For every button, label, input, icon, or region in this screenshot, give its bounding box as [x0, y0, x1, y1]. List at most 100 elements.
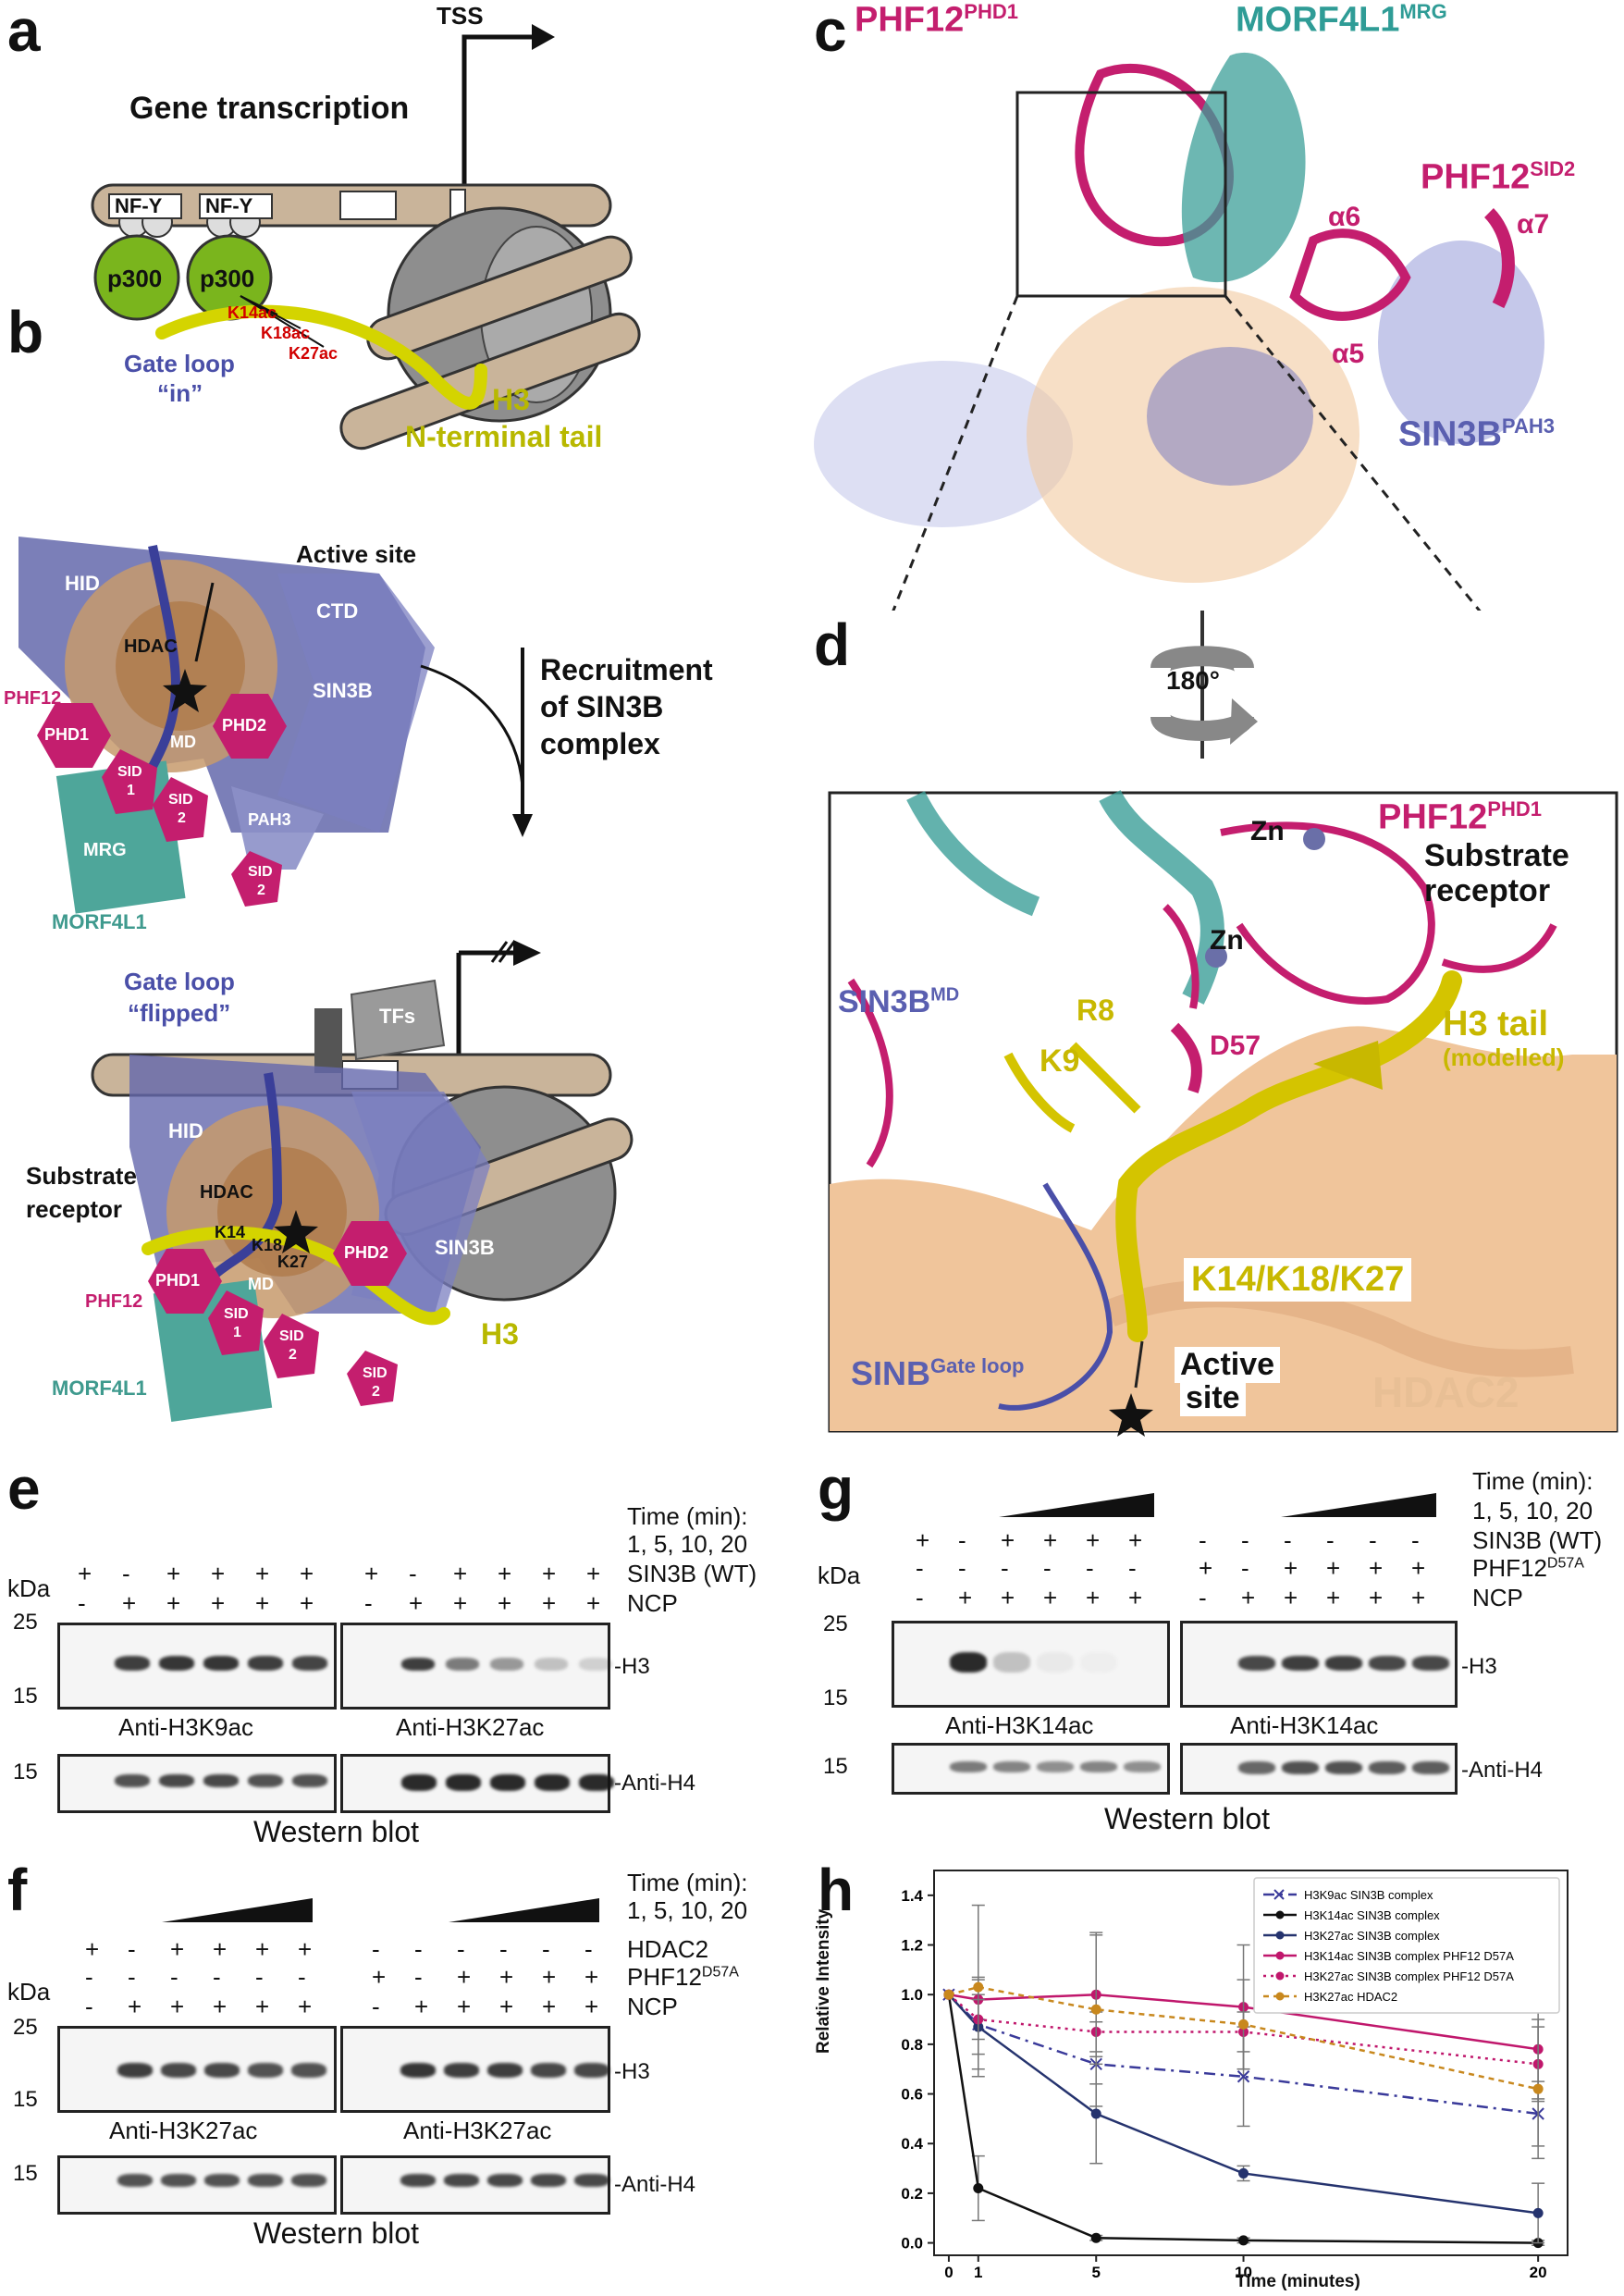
panel-label-b: b	[7, 299, 44, 365]
panel-label-g: g	[818, 1455, 855, 1522]
panel-g-wedges	[999, 1493, 1436, 1517]
g-h4-band-left-4	[1080, 1761, 1117, 1772]
zn-label-1: Zn	[1250, 816, 1285, 846]
panel-label-d: d	[814, 611, 851, 678]
e-h4-band-right-1	[401, 1774, 437, 1791]
g-h3-band-left-1	[950, 1652, 987, 1673]
e-ncp-sign-right-2: +	[453, 1589, 468, 1617]
h-legend-marker-5	[1275, 1992, 1285, 2001]
f-h3-band-right-5	[574, 2063, 609, 2078]
e-time-label-2: 1, 5, 10, 20	[627, 1530, 748, 1558]
g-h4-band-right-2	[1282, 1761, 1319, 1774]
sid2-label-a: SID	[168, 792, 193, 808]
f-ncp-sign-left-4: +	[255, 1993, 270, 2020]
f-h4-band-right-3	[487, 2174, 523, 2187]
h-legend-label-2: H3K27ac SIN3B complex	[1304, 1929, 1440, 1943]
h-xlabel: Time (minutes)	[1236, 2272, 1360, 2291]
g-sin3b-sign-left-0: +	[916, 1526, 930, 1554]
h-ytick-label-3: 0.6	[901, 2086, 923, 2104]
zn-label-2: Zn	[1210, 925, 1244, 956]
e-sin3b-sign-5: +	[300, 1560, 314, 1587]
g-ncp-sign-right-0: -	[1199, 1584, 1207, 1611]
f-ncp-sign-right-0: -	[372, 1993, 380, 2020]
e-h4-band-left-1	[115, 1774, 150, 1787]
f-ab-right-label: Anti-H3K27ac	[403, 2117, 552, 2144]
g-ab-right-label: Anti-H3K14ac	[1230, 1711, 1379, 1739]
hdac-label: HDAC	[124, 636, 178, 657]
f-phf12-label: PHF12D57A	[627, 1963, 739, 1991]
g-h3-band-right-2	[1282, 1656, 1319, 1671]
h-legend-marker-2	[1275, 1931, 1285, 1940]
e-ncp-sign-right-0: -	[364, 1589, 373, 1617]
g-h3-label: -H3	[1461, 1654, 1497, 1679]
e-ncp-sign-5: +	[300, 1589, 314, 1617]
alpha5-label: α5	[1332, 339, 1365, 369]
sin3b-md-label: SIN3BMD	[838, 984, 960, 1019]
f-phf12-sign-left-4: -	[255, 1963, 264, 1991]
h-point-2-2	[1090, 2108, 1101, 2119]
h-legend-marker-4	[1275, 1971, 1285, 1981]
f-ncp-sign-right-5: +	[584, 1993, 599, 2020]
e-western-blot-label: Western blot	[253, 1815, 420, 1848]
f-marker-15: 15	[13, 2087, 38, 2112]
g-h4-band-left-2	[993, 1761, 1030, 1772]
e-h4-band-right-3	[490, 1774, 525, 1791]
g-time-label-2: 1, 5, 10, 20	[1472, 1497, 1593, 1524]
g-phf12-sign-left-5: -	[1128, 1554, 1137, 1582]
sid2b-label-bottom-b: 2	[372, 1384, 380, 1400]
modelled-label: (modelled)	[1443, 1043, 1565, 1071]
f-hdac2-sign-right-0: -	[372, 1935, 380, 1963]
p300-label-2: p300	[200, 265, 255, 292]
sid2-label-bottom-b: 2	[289, 1347, 297, 1363]
e-h4-band-left-5	[292, 1774, 327, 1787]
e-h3-label: -H3	[614, 1654, 650, 1679]
h-point-5-1	[973, 1981, 984, 1993]
h-plot-frame	[933, 1870, 1569, 2256]
f-ncp-sign-left-2: +	[170, 1993, 185, 2020]
e-ncp-label: NCP	[627, 1589, 678, 1617]
h-legend-label-1: H3K14ac SIN3B complex	[1304, 1908, 1440, 1922]
f-ncp-sign-right-3: +	[499, 1993, 514, 2020]
h-point-1-1	[973, 2183, 984, 2194]
alpha6-label: α6	[1328, 202, 1361, 232]
f-h3-band-left-4	[248, 2063, 283, 2078]
g-sin3b-sign-right-1: -	[1241, 1526, 1249, 1554]
h-point-1-3	[1238, 2235, 1249, 2246]
hid-label: HID	[65, 572, 100, 595]
e-sin3b-sign-right-0: +	[364, 1560, 379, 1587]
g-h4-label: -Anti-H4	[1461, 1758, 1544, 1783]
sinb-gate-loop-label: SINBGate loop	[851, 1354, 1025, 1392]
nfy-label-2: NF-Y	[205, 194, 253, 217]
f-phf12-sign-left-2: -	[170, 1963, 178, 1991]
e-sin3b-sign-right-3: +	[498, 1560, 512, 1587]
e-marker-15: 15	[13, 1684, 38, 1709]
h-point-0-3	[1236, 2070, 1250, 2083]
panel-f-wedges	[162, 1898, 599, 1922]
g-time-label-1: Time (min):	[1472, 1467, 1593, 1495]
e-sin3b-sign-4: +	[255, 1560, 270, 1587]
f-ncp-sign-right-2: +	[457, 1993, 472, 2020]
phf12-label-bottom: PHF12	[85, 1291, 143, 1312]
sid2-label-bottom-a: SID	[279, 1328, 304, 1344]
n-terminal-tail-label: N-terminal tail	[405, 420, 603, 453]
f-hdac2-sign-right-3: -	[499, 1935, 508, 1963]
sid1-label-b: 1	[127, 783, 135, 798]
recruitment-label-1: Recruitment	[540, 653, 713, 686]
g-h4-band-right-4	[1369, 1761, 1406, 1774]
g-sin3b-sign-right-5: -	[1411, 1526, 1420, 1554]
e-sin3b-sign-1: -	[122, 1560, 130, 1587]
k18-label: K18	[252, 1236, 283, 1254]
g-h4-band-right-5	[1412, 1761, 1449, 1774]
h-point-5-4	[1532, 2083, 1544, 2094]
g-h3-band-right-3	[1325, 1656, 1362, 1671]
md-label-bottom: MD	[248, 1275, 274, 1293]
f-ab-left-label: Anti-H3K27ac	[109, 2117, 258, 2144]
g-sin3b-sign-left-4: +	[1086, 1526, 1101, 1554]
gate-loop-in-label-2: “in”	[157, 379, 203, 407]
g-ncp-sign-left-1: +	[958, 1584, 973, 1611]
g-phf12-sign-right-0: +	[1199, 1554, 1213, 1582]
f-kda-label: kDa	[7, 1978, 51, 2006]
phf12-sid2-label: PHF12SID2	[1421, 157, 1576, 197]
k27-label: K27	[277, 1253, 309, 1271]
